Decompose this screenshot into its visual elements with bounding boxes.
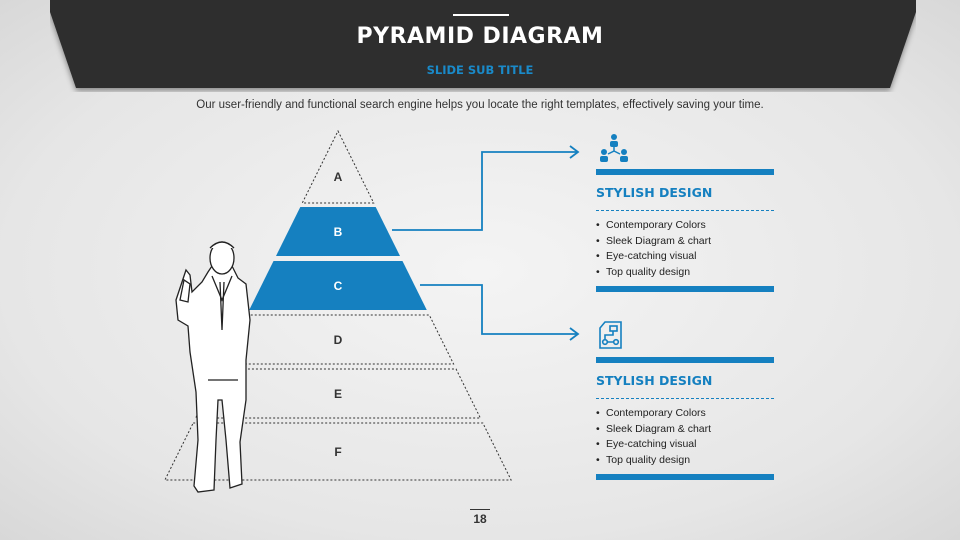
pyramid-level-f [164,422,512,481]
pyramid-label: E [333,386,342,401]
list-item: Eye-catching visual [596,437,774,453]
card-divider [596,398,774,399]
card-title: STYLISH DESIGN [596,373,713,388]
info-card-1: STYLISH DESIGN Contemporary Colors Sleek… [596,169,774,292]
list-item: Eye-catching visual [596,249,774,265]
info-card-2: STYLISH DESIGN Contemporary Colors Sleek… [596,357,774,480]
card-list: Contemporary Colors Sleek Diagram & char… [596,218,774,280]
card-top-bar [596,357,774,363]
title-divider [453,14,509,16]
list-item: Top quality design [596,453,774,469]
slide-description: Our user-friendly and functional search … [196,99,764,111]
pyramid-label: C [333,278,343,293]
card-list: Contemporary Colors Sleek Diagram & char… [596,406,774,468]
pyramid-label: F [334,444,342,459]
arrow-b [392,151,578,231]
pyramid-label: B [333,224,343,239]
people-network-icon [598,133,630,168]
slide-subtitle: SLIDE SUB TITLE [426,63,534,77]
card-top-bar [596,169,774,175]
connector-arrows [392,145,580,341]
card-bottom-bar [596,286,774,292]
list-item: Contemporary Colors [596,218,774,234]
pyramid-level-d [221,314,455,365]
slide-header [50,0,916,90]
pyramid-level-b [276,207,400,256]
pyramid-level-c [249,261,427,310]
list-item: Sleek Diagram & chart [596,422,774,438]
pyramid-label: A [333,170,343,184]
slide-title: PYRAMID DIAGRAM [356,24,604,49]
pyramid-level-a [301,129,375,204]
list-item: Contemporary Colors [596,406,774,422]
card-divider [596,210,774,211]
businessman-illustration [175,241,251,493]
page-number-divider [470,509,490,510]
page-number: 18 [473,512,487,526]
list-item: Top quality design [596,265,774,281]
card-bottom-bar [596,474,774,480]
arrow-c [420,284,578,335]
header-banner [50,0,916,88]
list-item: Sleek Diagram & chart [596,234,774,250]
pyramid-label: D [333,332,343,347]
flowchart-document-icon [598,320,624,355]
card-title: STYLISH DESIGN [596,185,713,200]
